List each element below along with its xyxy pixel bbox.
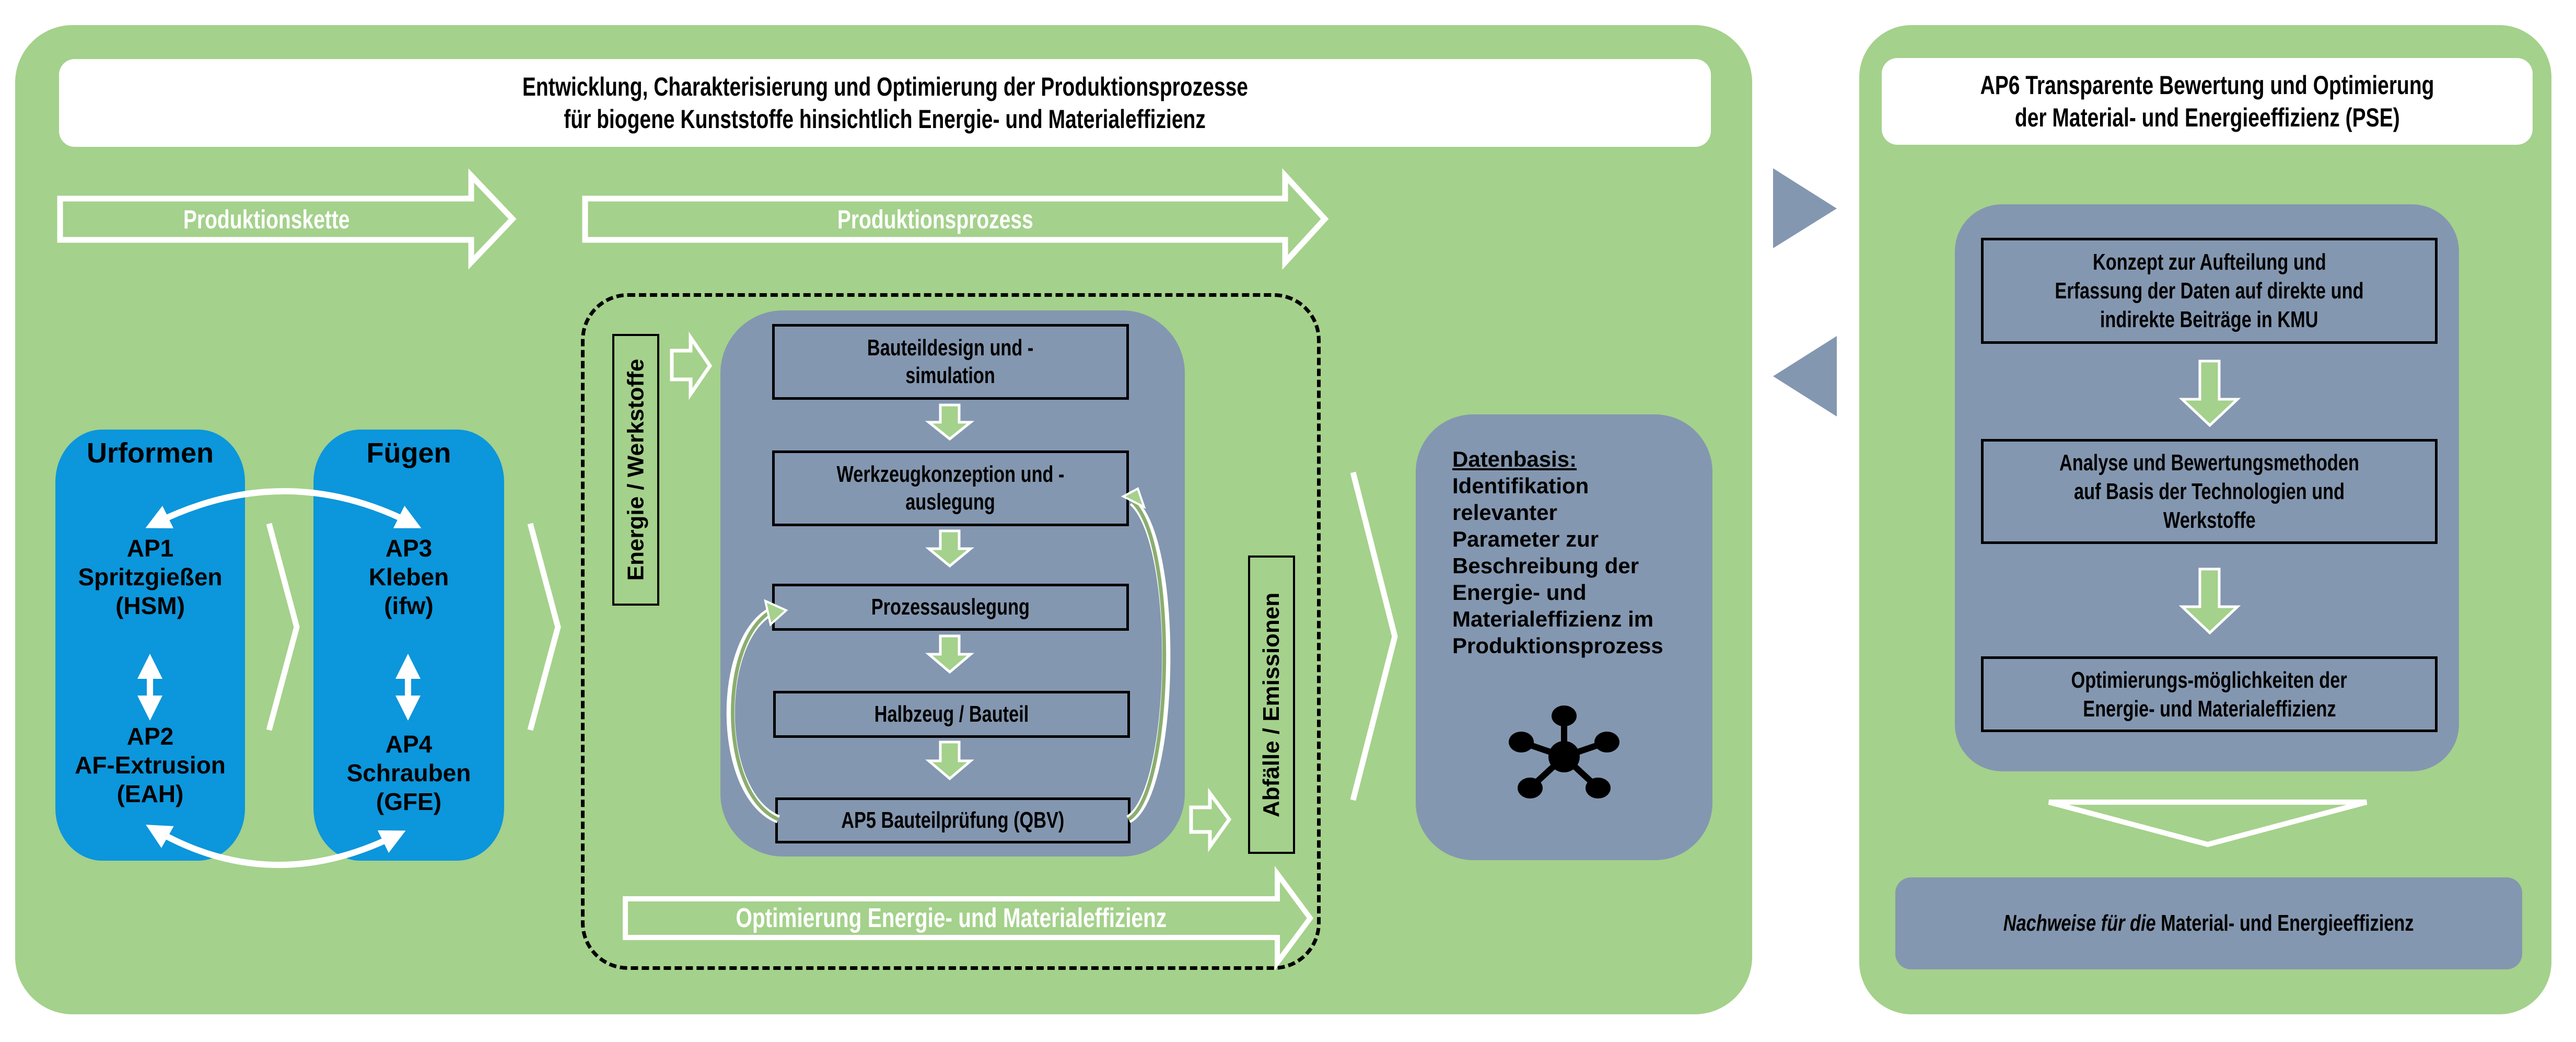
side-chevron-down [2048, 800, 2368, 848]
side-step-analysis: Analyse und Bewertungsmethoden auf Basis… [1981, 439, 2438, 544]
ap2-block: AP2 AF-Extrusion (EAH) [75, 723, 226, 807]
result-box: Nachweise für die Material- und Energiee… [1895, 877, 2522, 969]
side-down-arrow-2 [2178, 568, 2241, 635]
production-process-arrow [582, 168, 1329, 270]
output-waste-emissions-label: Abfälle / Emissionen [1248, 555, 1295, 854]
chevron-to-database [1350, 471, 1398, 801]
group-heading: Fügen [366, 437, 451, 469]
main-title-line1: Entwicklung, Charakterisierung und Optim… [522, 72, 1248, 101]
input-energy-materials-label: Energie / Werkstoffe [612, 334, 659, 606]
process-step-ap5-testing: AP5 Bauteilprüfung (QBV) [775, 797, 1130, 843]
result-regular-text: Material- und Energieeffizienz [2155, 910, 2414, 936]
side-step-optimization: Optimierungs-möglichkeiten der Energie- … [1981, 656, 2438, 732]
optimization-arrow-label: Optimierung Energie- und Materialeffizie… [736, 903, 1167, 933]
process-step-design: Bauteildesign und -simulation [772, 324, 1129, 400]
ap4-block: AP4 Schrauben (GFE) [346, 731, 471, 815]
database-text: Datenbasis: Identifikation relevanter Pa… [1452, 446, 1703, 659]
production-process-label: Produktionsprozess [837, 205, 1033, 234]
triangle-left-icon [1773, 336, 1837, 416]
down-arrow-4 [925, 740, 974, 781]
side-title-line2: der Material- und Energieeffizienz (PSE) [2014, 103, 2400, 132]
database-heading: Datenbasis: [1452, 447, 1577, 471]
chevron-fuegen-process [527, 523, 561, 731]
group-heading: Urformen [86, 437, 214, 469]
process-step-semi-finished: Halbzeug / Bauteil [773, 691, 1130, 738]
side-down-arrow-1 [2178, 360, 2241, 427]
main-title-box: Entwicklung, Charakterisierung und Optim… [59, 59, 1711, 147]
input-arrow [670, 331, 713, 400]
network-hub-icon [1509, 705, 1619, 798]
production-chain-label: Produktionskette [183, 205, 350, 234]
down-arrow-3 [925, 634, 974, 674]
side-title-box: AP6 Transparente Bewertung und Optimieru… [1882, 58, 2533, 145]
curved-arrow-ap1-ap3 [145, 488, 422, 529]
triangle-right-icon [1773, 168, 1837, 248]
side-step-concept: Konzept zur Aufteilung und Erfassung der… [1981, 238, 2438, 344]
curved-arrow-ap2-ap4 [146, 825, 406, 869]
chevron-urformen-fuegen [266, 523, 300, 731]
ap3-block: AP3 Kleben (ifw) [368, 535, 449, 619]
group-fuegen: Fügen AP3 Kleben (ifw) AP4 Schrauben (GF… [313, 430, 504, 861]
ap1-block: AP1 Spritzgießen (HSM) [78, 535, 223, 619]
output-arrow [1189, 788, 1232, 852]
result-italic-text: Nachweise für die [2003, 910, 2156, 936]
main-title-line2: für biogene Kunststoffe hinsichtlich Ene… [564, 105, 1206, 134]
side-steps-region [1955, 204, 2459, 771]
database-box: Datenbasis: Identifikation relevanter Pa… [1416, 414, 1712, 860]
group-urformen: Urformen AP1 Spritzgießen (HSM) AP2 AF-E… [55, 430, 245, 861]
process-boundary-dashed [581, 293, 1321, 970]
down-arrow-1 [925, 403, 975, 441]
process-step-tooling: Werkzeugkonzeption und -auslegung [772, 450, 1129, 526]
down-arrow-2 [925, 529, 974, 568]
side-title-line1: AP6 Transparente Bewertung und Optimieru… [1980, 71, 2434, 100]
optimization-arrow [623, 865, 1314, 971]
